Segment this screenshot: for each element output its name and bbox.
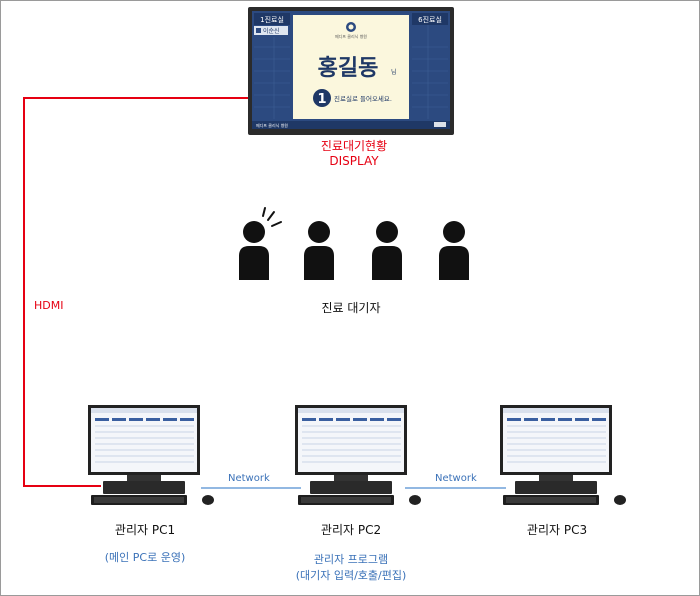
screen-popup [293, 15, 409, 119]
display-monitor: 1진료실 이순신 6진료실 메디프 클리닉 병원 홍길동 님 1 진료실로 들어… [248, 7, 454, 135]
pc2-note-line1: 관리자 프로그램 [313, 553, 389, 566]
screen-room-right: 6진료실 [418, 15, 442, 24]
pc1-label: 관리자 PC1 [114, 523, 176, 537]
screen-hospital-name: 메디프 클리닉 병원 [335, 33, 367, 39]
screen-patient-name: 홍길동 [318, 56, 379, 81]
screen-room-left: 1진료실 [260, 15, 284, 24]
patient-icon [304, 221, 334, 280]
pc2-note-line2: (대기자 입력/호출/편집) [295, 569, 407, 582]
waiting-patients-icons [239, 207, 469, 280]
hdmi-cable-line [23, 97, 251, 487]
queue-number-badge [313, 89, 331, 107]
patient-icon [372, 221, 402, 280]
admin-pc2 [295, 405, 421, 505]
screen-footer: 메디프 클리닉 병원 [256, 122, 288, 128]
patient-icon-called [239, 207, 282, 280]
hdmi-label: HDMI [34, 299, 64, 312]
pc2-note: 관리자 프로그램 (대기자 입력/호출/편집) [271, 552, 431, 584]
admin-pc1 [88, 405, 214, 505]
screen-left-entry: 이순신 [263, 27, 280, 35]
pc3-label: 관리자 PC3 [526, 523, 588, 537]
admin-pc3 [500, 405, 626, 505]
patients-label: 진료 대기자 [321, 301, 381, 315]
patient-icon [439, 221, 469, 280]
network-label-1: Network [228, 473, 270, 484]
display-label-line1: 진료대기현황 [320, 139, 388, 153]
network-label-2: Network [435, 473, 477, 484]
screen-queue-number: 1 [317, 92, 326, 107]
display-label-line2: DISPLAY [329, 154, 379, 168]
display-label: 진료대기현황 DISPLAY [251, 139, 457, 169]
pc2-label: 관리자 PC2 [320, 523, 382, 537]
pc1-note: (메인 PC로 운영) [104, 551, 186, 564]
screen-honorific: 님 [391, 68, 397, 76]
screen-message: 진료실로 들어오세요. [334, 94, 392, 103]
